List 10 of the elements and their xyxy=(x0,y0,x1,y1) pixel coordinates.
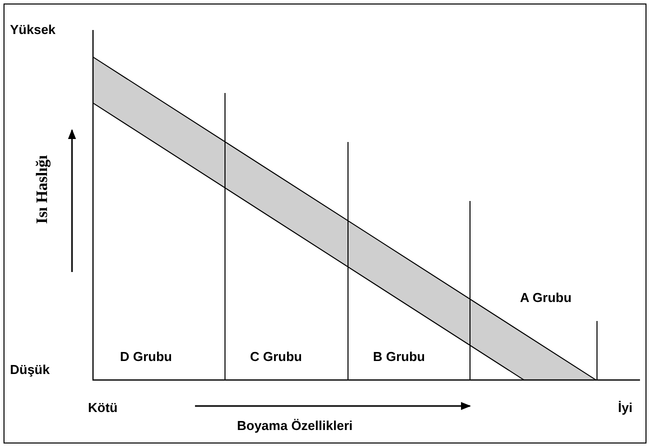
axis-title: Isı Haslığı xyxy=(35,155,50,224)
group-label: A Grubu xyxy=(520,290,572,305)
axis-label: Düşük xyxy=(10,362,50,377)
axis-title: Boyama Özellikleri xyxy=(237,418,353,433)
group-label: D Grubu xyxy=(120,349,172,364)
axis-label: Yüksek xyxy=(10,22,56,37)
axis-label: İyi xyxy=(618,400,632,415)
group-label: B Grubu xyxy=(373,349,425,364)
group-label: C Grubu xyxy=(250,349,302,364)
axis-label: Kötü xyxy=(88,400,118,415)
